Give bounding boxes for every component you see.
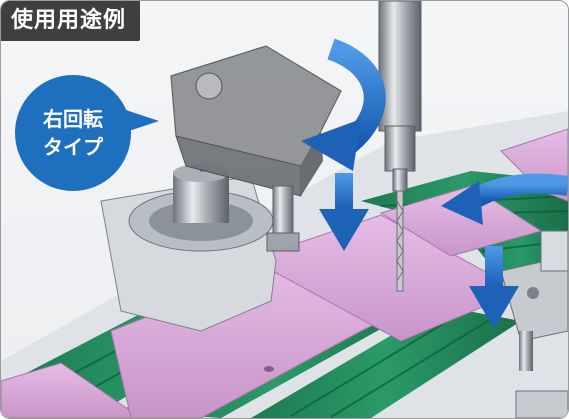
drill [378, 1, 422, 292]
clamp-cylinder [100, 164, 277, 332]
usage-example-tag: 使用用途例 [1, 1, 141, 41]
callout-line-2: タイプ [43, 135, 103, 159]
rotation-arrow-icon [301, 38, 386, 171]
callout-line-1: 右回転 [43, 107, 103, 131]
curved-arrow-icon [441, 173, 568, 225]
clamp-arm [170, 45, 342, 252]
right-fixture [500, 230, 568, 418]
down-arrow-icon [319, 173, 369, 251]
down-arrow-icon [469, 246, 519, 329]
right-rotation-type-callout: 右回転 タイプ [15, 75, 131, 191]
hole [264, 366, 274, 372]
